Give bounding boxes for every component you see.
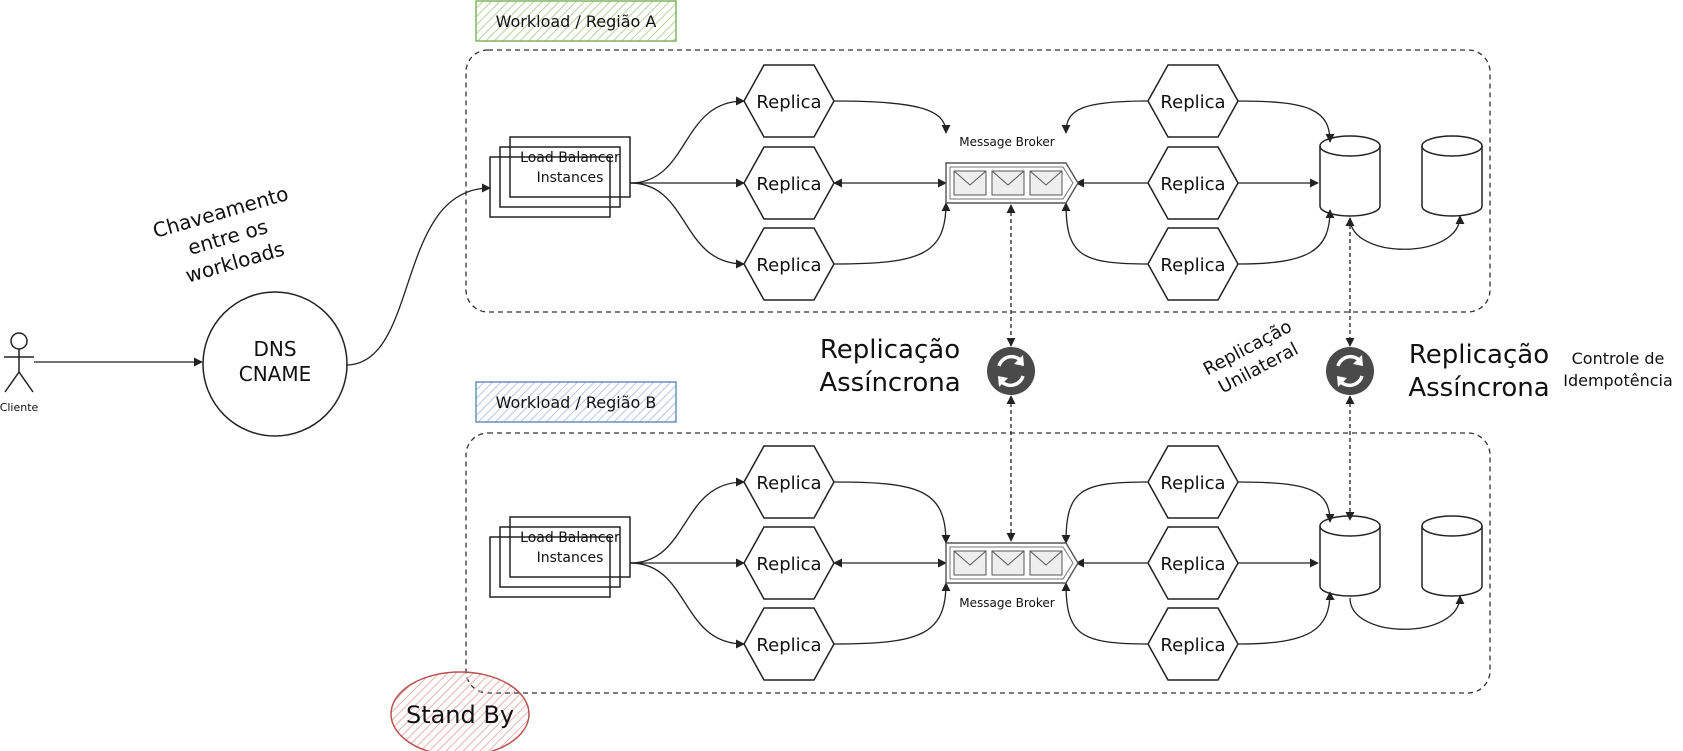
region-b-container [465, 432, 1491, 694]
envelope-icon [991, 170, 1025, 196]
envelope-icon [991, 550, 1025, 576]
sync-icon [1326, 347, 1374, 395]
sync-icon [987, 347, 1035, 395]
idempotency-line1: Controle de [1572, 349, 1665, 368]
message-broker-a-label: Message Broker [959, 135, 1055, 149]
replica-label: Replica [756, 255, 821, 276]
replica-b-left-3: Replica [743, 607, 835, 681]
database-icon [1421, 515, 1483, 597]
message-broker-b-label: Message Broker [959, 596, 1055, 610]
idempotency-line2: Idempotência [1563, 371, 1673, 390]
load-balancer-a: Load Balancer Instances [489, 136, 631, 218]
replica-a-right-1: Replica [1147, 64, 1239, 138]
database-icon [1421, 135, 1483, 217]
lb-b-line2: Instances [537, 550, 604, 566]
replica-b-left-2: Replica [743, 526, 835, 600]
replica-b-right-1: Replica [1147, 445, 1239, 519]
replica-a-left-2: Replica [743, 146, 835, 220]
lb-a-line2: Instances [537, 170, 604, 186]
replica-label: Replica [1160, 174, 1225, 195]
standby-badge: Stand By [390, 671, 530, 751]
dns-label-line1: DNS [253, 337, 296, 361]
replica-a-left-3: Replica [743, 227, 835, 301]
message-broker-a [945, 162, 1079, 204]
async-replication-right-line2: Assíncrona [1408, 373, 1549, 403]
region-b-label: Workload / Região B [496, 393, 657, 412]
database-icon [1319, 515, 1381, 597]
envelope-icon [1029, 550, 1063, 576]
lb-a-line1: Load Balancer [520, 150, 620, 166]
dns-label-line2: CNAME [239, 362, 312, 386]
replica-a-left-1: Replica [743, 64, 835, 138]
database-icon [1319, 135, 1381, 217]
replica-label: Replica [756, 174, 821, 195]
unilateral-replication-note: Replicação Unilateral [1200, 316, 1302, 398]
lb-b-line1: Load Balancer [520, 530, 620, 546]
message-broker-b [945, 542, 1079, 584]
region-a-label: Workload / Região A [496, 12, 657, 31]
envelope-icon [953, 170, 987, 196]
load-balancer-b: Load Balancer Instances [489, 516, 631, 598]
replica-label: Replica [1160, 92, 1225, 113]
replica-label: Replica [756, 635, 821, 656]
replica-label: Replica [1160, 635, 1225, 656]
envelope-icon [953, 550, 987, 576]
region-a-header: Workload / Região A [475, 0, 677, 42]
envelope-icon [1029, 170, 1063, 196]
replica-a-right-3: Replica [1147, 227, 1239, 301]
replica-label: Replica [1160, 255, 1225, 276]
replica-label: Replica [1160, 473, 1225, 494]
async-replication-right-line1: Replicação [1409, 340, 1549, 370]
replica-b-left-1: Replica [743, 445, 835, 519]
stick-figure-icon [4, 332, 34, 393]
region-b-header: Workload / Região B [475, 381, 677, 423]
region-a-container [465, 49, 1491, 313]
dns-node [202, 291, 348, 437]
replica-label: Replica [756, 92, 821, 113]
replica-label: Replica [756, 473, 821, 494]
standby-label: Stand By [406, 701, 514, 729]
async-replication-left-line1: Replicação [820, 335, 960, 365]
replica-b-right-2: Replica [1147, 526, 1239, 600]
replica-label: Replica [1160, 554, 1225, 575]
client-label: Cliente [0, 401, 39, 414]
replica-label: Replica [756, 554, 821, 575]
replica-b-right-3: Replica [1147, 607, 1239, 681]
switching-note: Chaveamento entre os workloads [150, 181, 291, 287]
replica-a-right-2: Replica [1147, 146, 1239, 220]
async-replication-left-line2: Assíncrona [819, 368, 960, 398]
